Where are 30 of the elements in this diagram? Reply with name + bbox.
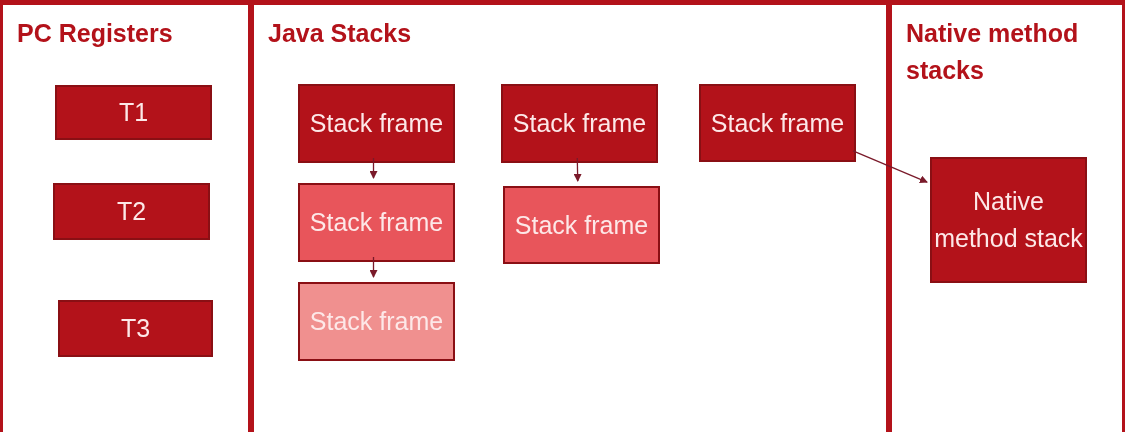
arrow — [369, 157, 378, 179]
process-box — [298, 183, 455, 262]
box-label: Stack frame — [309, 306, 444, 337]
box-label: Stack frame — [512, 108, 647, 139]
box-label: Native method stack — [933, 186, 1084, 254]
section-heading: Native method stacks — [906, 18, 1080, 86]
box-label: Stack frame — [309, 108, 444, 139]
arrow — [852, 150, 928, 183]
process-box — [501, 84, 658, 163]
box-label: Stack frame — [710, 107, 845, 139]
process-box — [58, 300, 213, 357]
box-label: T1 — [118, 97, 149, 128]
arrow — [573, 157, 582, 182]
section-panel — [0, 0, 251, 432]
process-box — [503, 186, 660, 264]
box-label: T3 — [120, 313, 151, 344]
section-heading: PC Registers — [17, 18, 174, 49]
process-box — [298, 282, 455, 361]
process-box — [53, 183, 210, 240]
section-panel — [889, 0, 1125, 432]
process-box — [930, 157, 1087, 283]
arrow — [369, 256, 378, 278]
box-label: T2 — [116, 196, 147, 227]
section-panel — [251, 0, 889, 432]
box-label: Stack frame — [309, 207, 444, 238]
process-box — [298, 84, 455, 163]
section-heading: Java Stacks — [268, 18, 413, 49]
box-label: Stack frame — [514, 209, 649, 241]
process-box — [55, 85, 212, 140]
process-box — [699, 84, 856, 162]
